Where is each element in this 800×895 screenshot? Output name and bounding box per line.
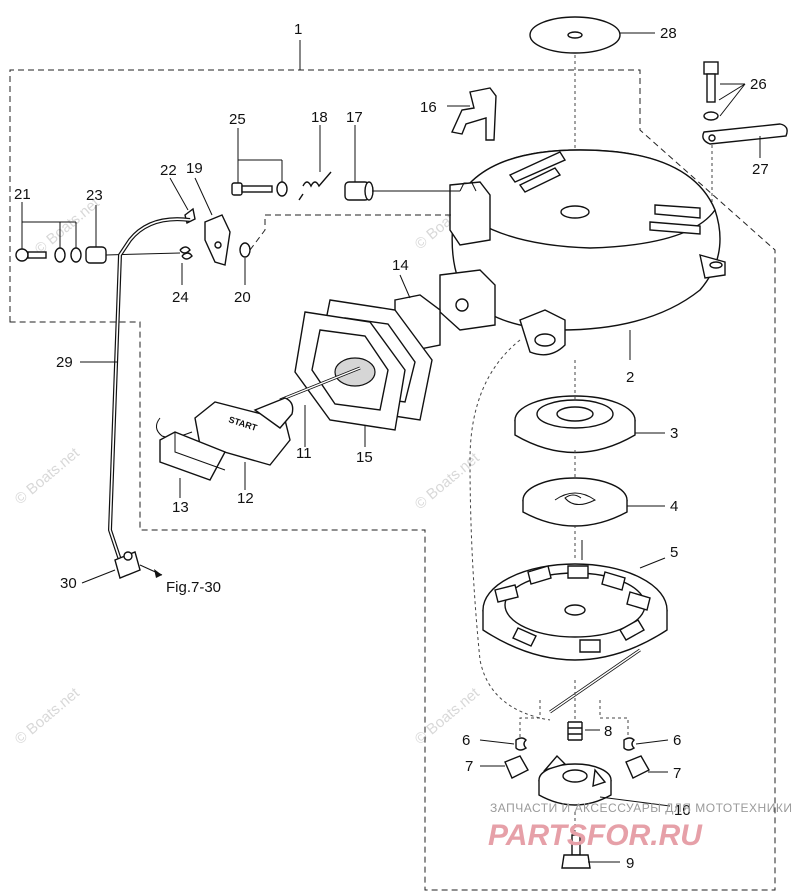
callout-11: 11 — [296, 445, 312, 462]
callout-30: 30 — [60, 575, 77, 592]
callout-15: 15 — [356, 449, 373, 466]
figure-reference: Fig.7-30 — [166, 579, 221, 596]
callout-2: 2 — [626, 369, 634, 386]
part-disc — [529, 16, 621, 54]
part-spring-4 — [522, 477, 628, 527]
watermarks: © Boats.net © Boats.net © Boats.net © Bo… — [12, 189, 484, 748]
part-link-27 — [702, 123, 788, 145]
callout-21: 21 — [14, 186, 31, 203]
callouts: 1 2 3 4 5 6 6 7 7 8 9 10 11 12 13 14 15 … — [14, 21, 769, 872]
callout-19: 19 — [186, 160, 203, 177]
part-housing — [439, 149, 726, 356]
part-collar-17 — [344, 181, 374, 201]
callout-8: 8 — [604, 723, 612, 740]
callout-3: 3 — [670, 425, 678, 442]
brand-overlay: ЗАПЧАСТИ И АКСЕССУАРЫ ДЛЯ МОТОТЕХНИКИ PA… — [488, 801, 792, 852]
callout-5: 5 — [670, 544, 678, 561]
callout-13: 13 — [172, 499, 189, 516]
part-spring-24 — [179, 246, 193, 260]
watermark: © Boats.net — [412, 684, 484, 748]
callout-28: 28 — [660, 25, 677, 42]
callout-12: 12 — [237, 490, 254, 507]
part-pawl-7-right — [625, 755, 650, 779]
part-cam-10 — [538, 754, 612, 806]
part-bracket-16 — [450, 87, 497, 141]
part-lever-19 — [204, 214, 231, 266]
part-washer-20 — [239, 242, 251, 258]
callout-20: 20 — [234, 289, 251, 306]
callout-1: 1 — [294, 21, 302, 38]
watermark: © Boats.net — [12, 684, 84, 748]
part-bolt-26 — [703, 61, 719, 121]
callout-17: 17 — [346, 109, 363, 126]
callout-23: 23 — [86, 187, 103, 204]
part-bolt-9 — [561, 834, 591, 869]
callout-26: 26 — [750, 76, 767, 93]
part-reel-3 — [514, 395, 636, 454]
callout-18: 18 — [311, 109, 328, 126]
callout-10: 10 — [674, 802, 691, 819]
callout-29: 29 — [56, 354, 73, 371]
part-pawl-7-left — [504, 755, 529, 779]
part-spring-6-right — [623, 737, 636, 751]
callout-7-left: 7 — [465, 758, 473, 775]
callout-25: 25 — [229, 111, 246, 128]
part-collar-23 — [85, 246, 107, 264]
part-spring-8 — [567, 721, 583, 741]
callout-9: 9 — [626, 855, 634, 872]
part-spring-18 — [298, 171, 332, 201]
part-screw-21 — [15, 247, 82, 263]
callout-14: 14 — [392, 257, 409, 274]
callout-22: 22 — [160, 162, 177, 179]
part-screw-25 — [231, 181, 288, 197]
callout-4: 4 — [670, 498, 678, 515]
watermark: © Boats.net — [412, 449, 484, 513]
callout-6-left: 6 — [462, 732, 470, 749]
part-spring-6-left — [515, 737, 528, 751]
callout-7-right: 7 — [673, 765, 681, 782]
callout-6-right: 6 — [673, 732, 681, 749]
brand-name: PARTSFOR.RU — [488, 819, 703, 852]
part-pulley-5 — [482, 563, 668, 661]
part-insert-13 — [159, 431, 226, 481]
callout-24: 24 — [172, 289, 189, 306]
brand-tagline: ЗАПЧАСТИ И АКСЕССУАРЫ ДЛЯ МОТОТЕХНИКИ — [490, 801, 792, 815]
watermark: © Boats.net — [12, 444, 84, 508]
assembly-boundary — [9, 69, 776, 891]
callout-16: 16 — [420, 99, 437, 116]
callout-27: 27 — [752, 161, 769, 178]
